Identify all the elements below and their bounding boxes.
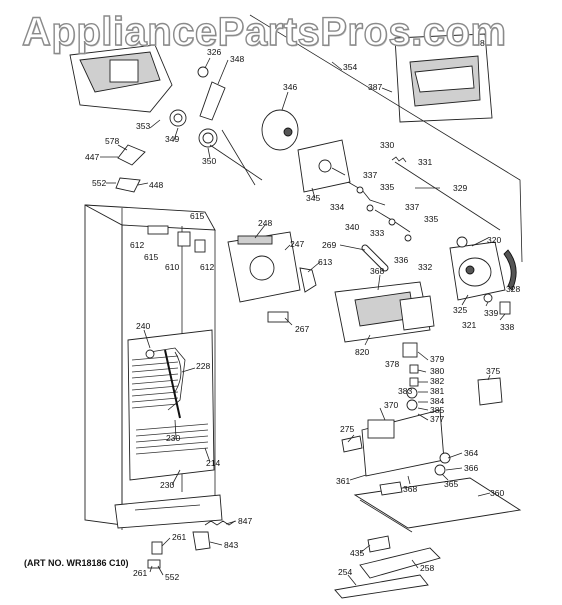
- label-448: 448: [149, 180, 163, 190]
- label-384: 384: [430, 396, 444, 406]
- label-346: 346: [283, 82, 297, 92]
- label-354: 354: [343, 62, 357, 72]
- label-214: 214: [206, 458, 220, 468]
- label-328: 328: [506, 284, 520, 294]
- label-258: 258: [420, 563, 434, 573]
- label-337-a: 337: [363, 170, 377, 180]
- label-348: 348: [230, 54, 244, 64]
- label-325: 325: [453, 305, 467, 315]
- label-361: 361: [336, 476, 350, 486]
- label-610: 610: [165, 262, 179, 272]
- label-381: 381: [430, 386, 444, 396]
- leader-lines: [100, 57, 506, 586]
- label-360: 360: [490, 488, 504, 498]
- label-267: 267: [295, 324, 309, 334]
- label-326: 326: [207, 47, 221, 57]
- label-350: 350: [202, 156, 216, 166]
- label-337-b: 337: [405, 202, 419, 212]
- bracket-345: [297, 139, 351, 193]
- label-847: 847: [238, 516, 252, 526]
- label-613: 613: [318, 257, 332, 267]
- label-353: 353: [136, 121, 150, 131]
- label-339: 339: [484, 308, 498, 318]
- label-269: 269: [322, 240, 336, 250]
- label-349: 349: [165, 134, 179, 144]
- art-number-caption: (ART NO. WR18186 C10): [24, 558, 129, 568]
- label-248: 248: [258, 218, 272, 228]
- bottom-small-parts: [147, 520, 236, 569]
- label-230-a: 230: [166, 433, 180, 443]
- label-379: 379: [430, 354, 444, 364]
- label-385: 385: [430, 405, 444, 415]
- label-338: 338: [500, 322, 514, 332]
- label-88: 88: [480, 38, 490, 48]
- label-820: 820: [355, 347, 369, 357]
- fan-housing-247: [227, 231, 317, 303]
- valve-parts: [402, 342, 503, 411]
- label-435: 435: [350, 548, 364, 558]
- label-332: 332: [418, 262, 432, 272]
- label-370: 370: [384, 400, 398, 410]
- label-380: 380: [430, 366, 444, 376]
- label-368: 368: [370, 266, 384, 276]
- dispenser-387: [394, 33, 493, 123]
- feeler-arm-parts: [347, 156, 501, 242]
- label-345: 345: [306, 193, 320, 203]
- label-615-a: 615: [190, 211, 204, 221]
- label-333: 333: [370, 228, 384, 238]
- label-382: 382: [430, 376, 444, 386]
- label-275: 275: [340, 424, 354, 434]
- label-254: 254: [338, 567, 352, 577]
- label-378: 378: [385, 359, 399, 369]
- label-612-a: 612: [130, 240, 144, 250]
- label-340: 340: [345, 222, 359, 232]
- label-552-bottom: 552: [165, 572, 179, 582]
- label-552-top: 552: [92, 178, 106, 188]
- label-329: 329: [453, 183, 467, 193]
- label-377: 377: [430, 414, 444, 424]
- label-334: 334: [330, 202, 344, 212]
- label-615-b: 615: [144, 252, 158, 262]
- ice-maker-head-325: [449, 236, 517, 315]
- label-320: 320: [487, 235, 501, 245]
- drawer-258: [334, 535, 441, 599]
- small-parts-top: [115, 66, 299, 193]
- label-612-b: 612: [200, 262, 214, 272]
- label-375: 375: [486, 366, 500, 376]
- label-387: 387: [368, 82, 382, 92]
- rails-360: [353, 477, 522, 533]
- site-watermark: AppliancePartsPros.com: [21, 9, 507, 54]
- label-578: 578: [105, 136, 119, 146]
- cabinet-frame: [84, 204, 223, 530]
- label-364: 364: [464, 448, 478, 458]
- label-447: 447: [85, 152, 99, 162]
- label-330: 330: [380, 140, 394, 150]
- label-240: 240: [136, 321, 150, 331]
- part-labels: 326 348 354 387 88 346 353 349 350 578 4…: [85, 38, 520, 582]
- label-261-b: 261: [133, 568, 147, 578]
- label-383: 383: [398, 386, 412, 396]
- label-331: 331: [418, 157, 432, 167]
- label-365: 365: [444, 479, 458, 489]
- label-247: 247: [290, 239, 304, 249]
- label-230-b: 230: [160, 480, 174, 490]
- small-parts-left: [147, 225, 289, 323]
- label-335-b: 335: [424, 214, 438, 224]
- label-228: 228: [196, 361, 210, 371]
- label-261-a: 261: [172, 532, 186, 542]
- label-368-b: 368: [403, 484, 417, 494]
- label-335-a: 335: [380, 182, 394, 192]
- ice-maker-368: [334, 281, 435, 343]
- label-336: 336: [394, 255, 408, 265]
- ice-bucket-353: [69, 44, 173, 113]
- label-321: 321: [462, 320, 476, 330]
- evaporator-assembly: [127, 329, 215, 481]
- label-366: 366: [464, 463, 478, 473]
- label-843: 843: [224, 540, 238, 550]
- dispenser-frame-361: [341, 409, 451, 477]
- group-boundary-line: [249, 14, 523, 263]
